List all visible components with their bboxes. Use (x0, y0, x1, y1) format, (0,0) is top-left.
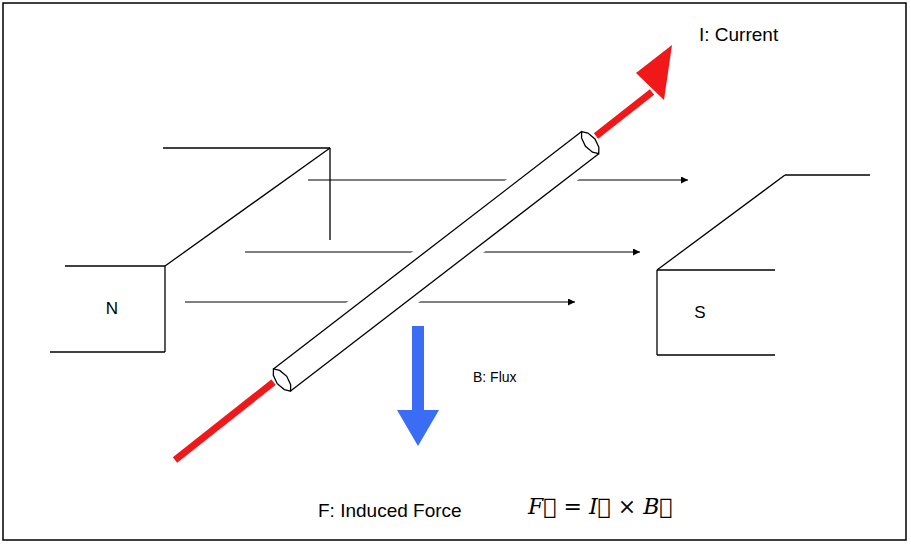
flux-label: B: Flux (473, 369, 517, 386)
pole-label: N (106, 299, 118, 319)
current-arrow-head (596, 45, 672, 136)
force-arrow (397, 326, 439, 446)
current-arrow-tail (175, 381, 275, 460)
force-label: F: Induced Force (318, 500, 462, 523)
north-magnet (50, 148, 330, 352)
frame (3, 3, 906, 540)
pole-label: S (694, 303, 705, 323)
magnet-face: S (660, 271, 740, 354)
conductor-wire (269, 128, 604, 395)
magnet-face: N (60, 267, 164, 351)
south-magnet (657, 175, 870, 355)
force-formula: F⃗ = I⃗ × B⃗ (528, 490, 673, 523)
current-label: I: Current (699, 24, 778, 47)
